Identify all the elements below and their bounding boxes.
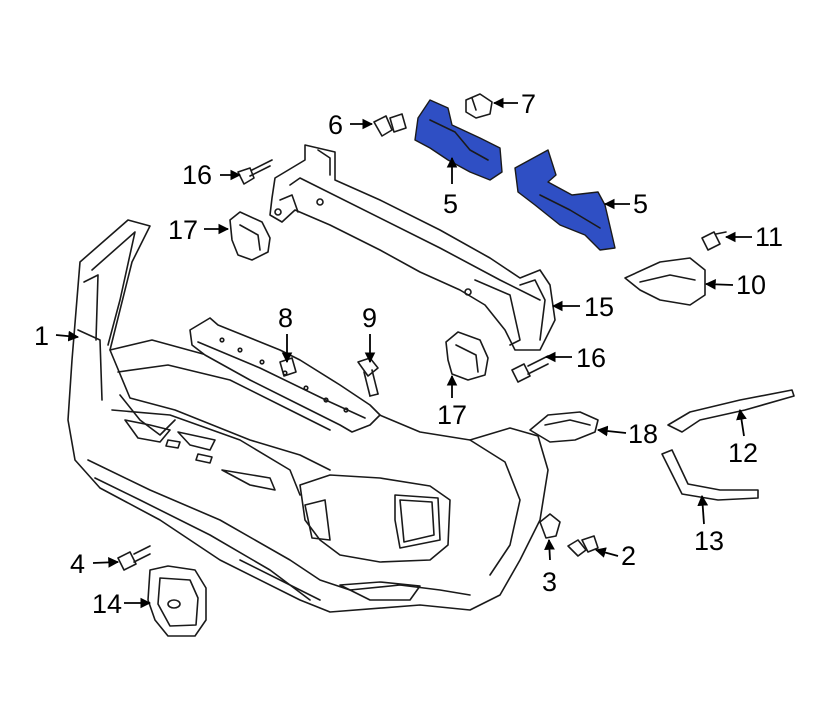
callout-14: 14 xyxy=(92,589,122,619)
reinforcement-beam xyxy=(269,144,556,351)
callout-13: 13 xyxy=(694,526,724,556)
callout-6: 6 xyxy=(328,110,343,140)
callout-16-lower: 16 xyxy=(576,343,606,373)
clip-6 xyxy=(373,113,407,137)
trim-strip-13 xyxy=(661,449,759,501)
callout-9: 9 xyxy=(362,303,377,333)
bolt-4 xyxy=(117,545,151,571)
callout-3: 3 xyxy=(542,567,557,597)
callout-labels: 1 2 3 4 5 5 6 7 8 9 10 11 12 13 14 15 16… xyxy=(34,89,783,619)
callout-4: 4 xyxy=(70,549,85,579)
callout-7: 7 xyxy=(521,89,536,119)
trim-strip-12 xyxy=(667,389,795,433)
bracket-18 xyxy=(529,411,599,443)
clip-2 xyxy=(567,535,599,557)
bracket-10 xyxy=(624,257,706,306)
bezel-14 xyxy=(147,565,207,637)
bracket-17-upper xyxy=(229,211,271,261)
callout-8: 8 xyxy=(278,303,293,333)
callout-17-lower: 17 xyxy=(437,400,467,430)
bracket-left-highlighted xyxy=(414,99,503,181)
bolt-16-upper xyxy=(237,159,273,185)
bolt-9 xyxy=(357,357,379,397)
callout-11: 11 xyxy=(755,222,783,252)
bolt-11 xyxy=(701,231,727,251)
bumper-cover xyxy=(67,219,549,613)
bolt-16-lower xyxy=(511,355,549,383)
clip-3 xyxy=(539,513,561,539)
callout-15: 15 xyxy=(584,292,614,322)
callout-arrows xyxy=(55,97,752,609)
bracket-17-lower xyxy=(445,331,489,381)
callout-18: 18 xyxy=(628,419,658,449)
callout-16-upper: 16 xyxy=(182,160,212,190)
callout-17-upper: 17 xyxy=(168,215,198,245)
callout-10: 10 xyxy=(736,270,766,300)
callout-1: 1 xyxy=(34,321,49,351)
bracket-right-highlighted xyxy=(514,149,616,251)
upper-bracket-bar xyxy=(189,317,381,433)
callout-5-right: 5 xyxy=(633,189,648,219)
callout-2: 2 xyxy=(621,541,636,571)
callout-5-left: 5 xyxy=(443,189,458,219)
nut-7 xyxy=(465,93,493,119)
callout-12: 12 xyxy=(728,438,758,468)
